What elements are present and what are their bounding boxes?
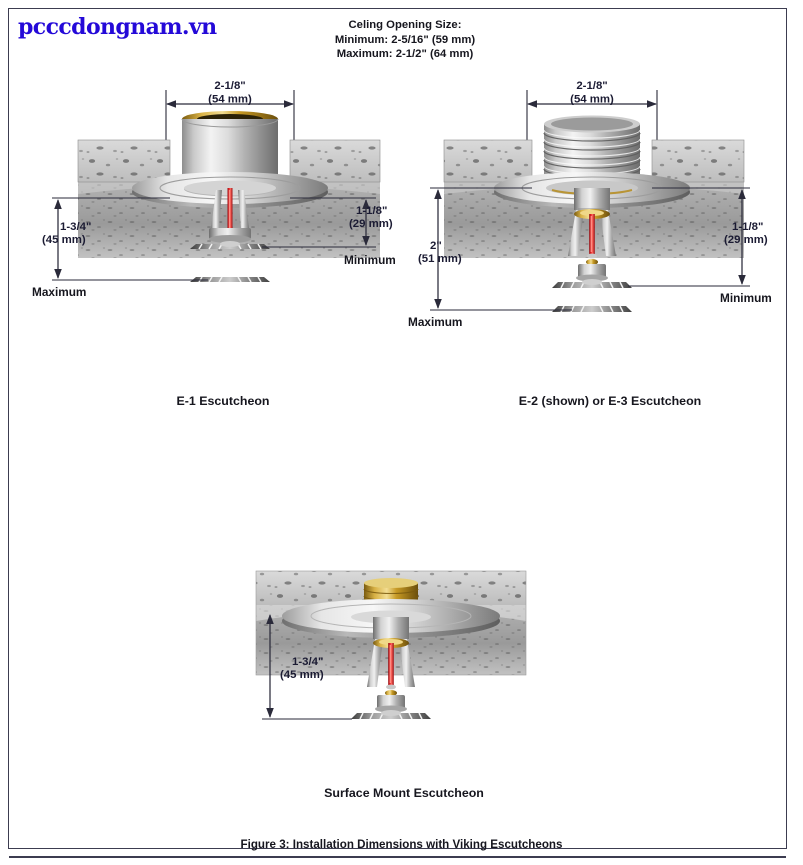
e1-width-imperial: 2-1/8" bbox=[214, 80, 245, 92]
caption-divider bbox=[9, 856, 786, 858]
surface-panel-title: Surface Mount Escutcheon bbox=[324, 786, 484, 800]
e1-deflector-minimum bbox=[190, 241, 270, 250]
e1-width-metric: (54 mm) bbox=[208, 94, 252, 106]
e2e3-left-imperial: 2" bbox=[430, 240, 442, 252]
e1-panel-title: E-1 Escutcheon bbox=[176, 394, 270, 408]
surface-left-imperial: 1-3/4" bbox=[292, 656, 323, 668]
e1-right-metric: (29 mm) bbox=[349, 218, 393, 230]
e2e3-panel-title: E-2 (shown) or E-3 Escutcheon bbox=[518, 394, 702, 408]
e1-left-note: Maximum bbox=[32, 285, 86, 299]
ceiling-opening-maximum: Maximum: 2-1/2" (64 mm) bbox=[336, 48, 474, 61]
e2e3-right-note: Minimum bbox=[720, 291, 772, 305]
figure-caption: Figure 3: Installation Dimensions with V… bbox=[240, 838, 563, 851]
e2e3-width-metric: (54 mm) bbox=[570, 94, 614, 106]
surface-left-metric: (45 mm) bbox=[280, 669, 324, 681]
e2e3-sprinkler-assembly bbox=[568, 188, 616, 282]
e1-right-imperial: 1-1/8" bbox=[356, 205, 387, 217]
e2e3-left-note: Maximum bbox=[408, 315, 462, 329]
surface-sprinkler-assembly bbox=[351, 617, 431, 720]
ceiling-opening-minimum: Minimum: 2-5/16" (59 mm) bbox=[334, 33, 476, 46]
e1-left-dimension: 1-3/4" (45 mm) Maximum bbox=[32, 197, 208, 299]
e2e3-right-dimension: 1-1/8" (29 mm) Minimum bbox=[628, 187, 772, 305]
e1-sprinkler-assembly bbox=[209, 188, 251, 243]
e1-left-metric: (45 mm) bbox=[42, 234, 86, 246]
e2e3-left-metric: (51 mm) bbox=[418, 253, 462, 265]
e1-right-note: Minimum bbox=[344, 253, 396, 267]
e1-deflector-maximum bbox=[190, 276, 270, 283]
e2e3-right-imperial: 1-1/8" bbox=[732, 221, 763, 233]
e2e3-left-dimension: 2" (51 mm) Maximum bbox=[408, 187, 572, 329]
ceiling-opening-title: Celing Opening Size: bbox=[348, 19, 462, 31]
e1-right-dimension: 1-1/8" (29 mm) Minimum bbox=[262, 197, 396, 267]
surface-mount-diagram: 1-3/4" (45 mm) bbox=[240, 565, 570, 775]
ceiling-opening-note: Celing Opening Size: Minimum: 2-5/16" (5… bbox=[260, 18, 550, 62]
e1-left-imperial: 1-3/4" bbox=[60, 221, 91, 233]
e2e3-right-metric: (29 mm) bbox=[724, 234, 768, 246]
e2e3-escutcheon-diagram: 2-1/8" (54 mm) bbox=[402, 78, 792, 329]
e2e3-deflector-minimum bbox=[552, 279, 632, 289]
e2e3-width-imperial: 2-1/8" bbox=[576, 80, 607, 92]
site-watermark: pcccdongnam.vn bbox=[18, 14, 217, 40]
e1-escutcheon-diagram: 2-1/8" (54 mm) bbox=[18, 78, 418, 328]
surface-left-dimension: 1-3/4" (45 mm) bbox=[262, 614, 352, 720]
e2e3-deflector-maximum bbox=[552, 305, 632, 313]
